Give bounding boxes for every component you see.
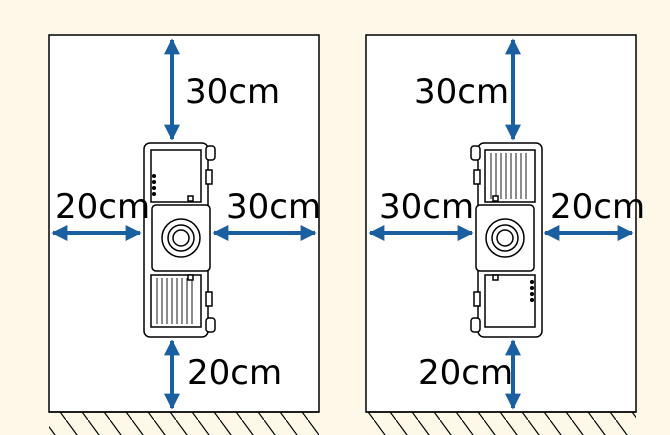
clearance-top-label: 30cm	[185, 72, 280, 112]
foot-bottom	[470, 317, 481, 333]
vent-lines	[156, 278, 193, 324]
projector-vent-grille	[150, 274, 202, 328]
floor-hatching-right	[366, 412, 636, 435]
floor-hatching-left	[49, 412, 319, 435]
clearance-left-label: 30cm	[379, 187, 474, 227]
foot-top	[470, 145, 481, 161]
clearance-bottom-label: 20cm	[187, 353, 282, 393]
clearance-top-label: 30cm	[414, 72, 509, 112]
projector-left	[143, 142, 216, 338]
projector-vent-grille	[484, 149, 536, 203]
foot-top	[205, 145, 216, 161]
panel-right: 30cm 30cm 20cm 20cm	[365, 34, 645, 435]
projector-right	[470, 142, 543, 338]
foot-bottom	[205, 317, 216, 333]
projector-lower-panel	[484, 274, 536, 328]
clearance-right-label: 30cm	[226, 187, 321, 227]
clearance-left-label: 20cm	[55, 187, 150, 227]
clearance-bottom-label: 20cm	[418, 353, 513, 393]
projector-upper-panel	[150, 149, 202, 203]
clearance-right-label: 20cm	[550, 187, 645, 227]
panel-left: 30cm 20cm 30cm 20cm	[48, 34, 321, 435]
vent-lines	[490, 153, 527, 199]
